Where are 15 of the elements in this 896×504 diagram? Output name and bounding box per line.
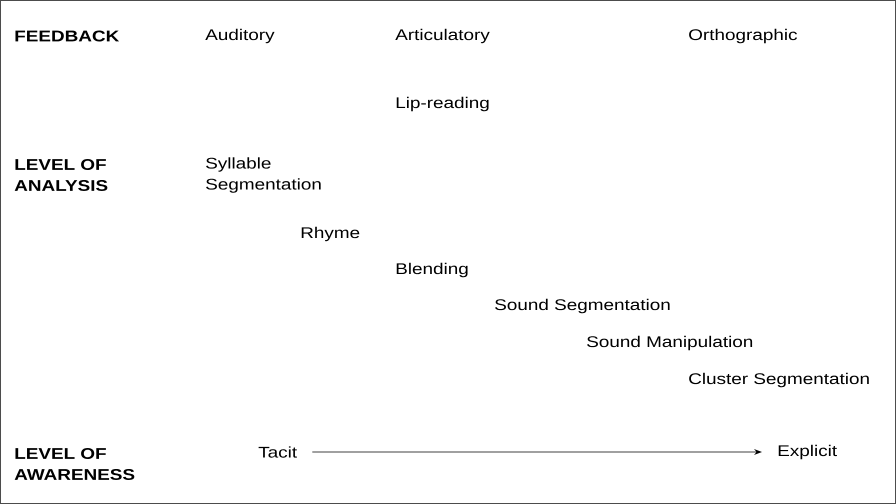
- feedback-label: Articulatory: [395, 28, 490, 44]
- analysis-label: Syllable Segmentation: [206, 157, 321, 193]
- feedback-label: Orthographic: [689, 28, 797, 44]
- section-heading: LEVEL OF AWARENESS: [14, 448, 134, 480]
- section-heading: LEVEL OF ANALYSIS: [14, 159, 108, 191]
- feedback-label: Lip-reading: [396, 96, 489, 112]
- analysis-label: Blending: [396, 262, 468, 278]
- section-heading: FEEDBACK: [15, 30, 120, 42]
- feedback-label: Auditory: [205, 28, 275, 44]
- scale-endpoint: Explicit: [778, 444, 837, 460]
- analysis-label: Rhyme: [302, 226, 360, 242]
- scale-endpoint: Tacit: [258, 446, 297, 458]
- analysis-label: Sound Manipulation: [587, 336, 752, 350]
- analysis-label: Sound Segmentation: [495, 298, 670, 314]
- analysis-label: Cluster Segmentation: [689, 372, 869, 388]
